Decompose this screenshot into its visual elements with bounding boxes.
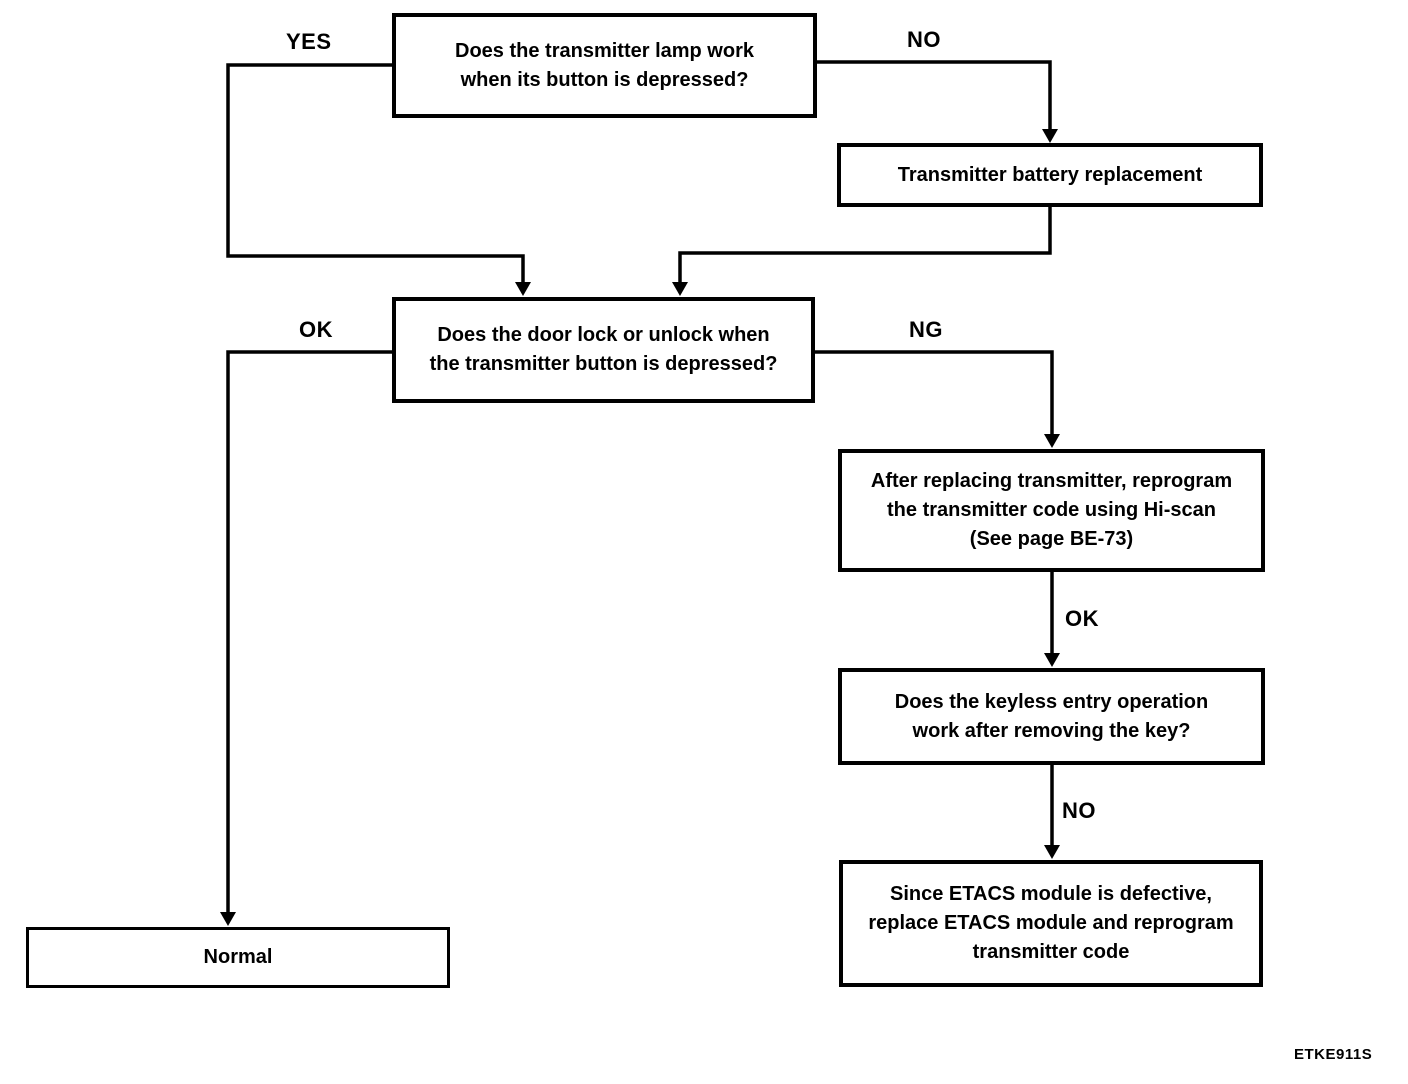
node-etacs-module-action: Since ETACS module is defective, replace… <box>839 860 1263 987</box>
edge-yes-arrowhead <box>515 282 531 296</box>
edge-no-arrowhead <box>1042 129 1058 143</box>
edge-label-no: NO <box>904 27 944 53</box>
edge-ok-mid-arrowhead <box>1044 653 1060 667</box>
edge-no-path <box>817 60 1052 130</box>
node-normal-result: Normal <box>26 927 450 988</box>
edge-ng-arrowhead <box>1044 434 1060 448</box>
edge-battery-to-door-path <box>678 207 1052 283</box>
edge-label-ng: NG <box>906 317 946 343</box>
edge-ng-path <box>815 350 1054 436</box>
edge-battery-to-door-arrowhead <box>672 282 688 296</box>
node-reprogram-transmitter-action: After replacing transmitter, reprogram t… <box>838 449 1265 572</box>
edge-label-no-mid: NO <box>1059 798 1099 824</box>
figure-code: ETKE911S <box>1294 1046 1373 1063</box>
node-transmitter-lamp-question: Does the transmitter lamp work when its … <box>392 13 817 118</box>
edge-yes-path <box>226 63 525 285</box>
node-keyless-entry-question: Does the keyless entry operation work af… <box>838 668 1265 765</box>
edge-label-ok-mid: OK <box>1062 606 1102 632</box>
edge-ok-arrowhead <box>220 912 236 926</box>
edge-ok-path <box>226 350 394 913</box>
edge-label-ok: OK <box>296 317 336 343</box>
edge-label-yes: YES <box>283 29 335 55</box>
edge-no-mid-arrowhead <box>1044 845 1060 859</box>
node-battery-replacement-action: Transmitter battery replacement <box>837 143 1263 207</box>
node-door-lock-question: Does the door lock or unlock when the tr… <box>392 297 815 403</box>
